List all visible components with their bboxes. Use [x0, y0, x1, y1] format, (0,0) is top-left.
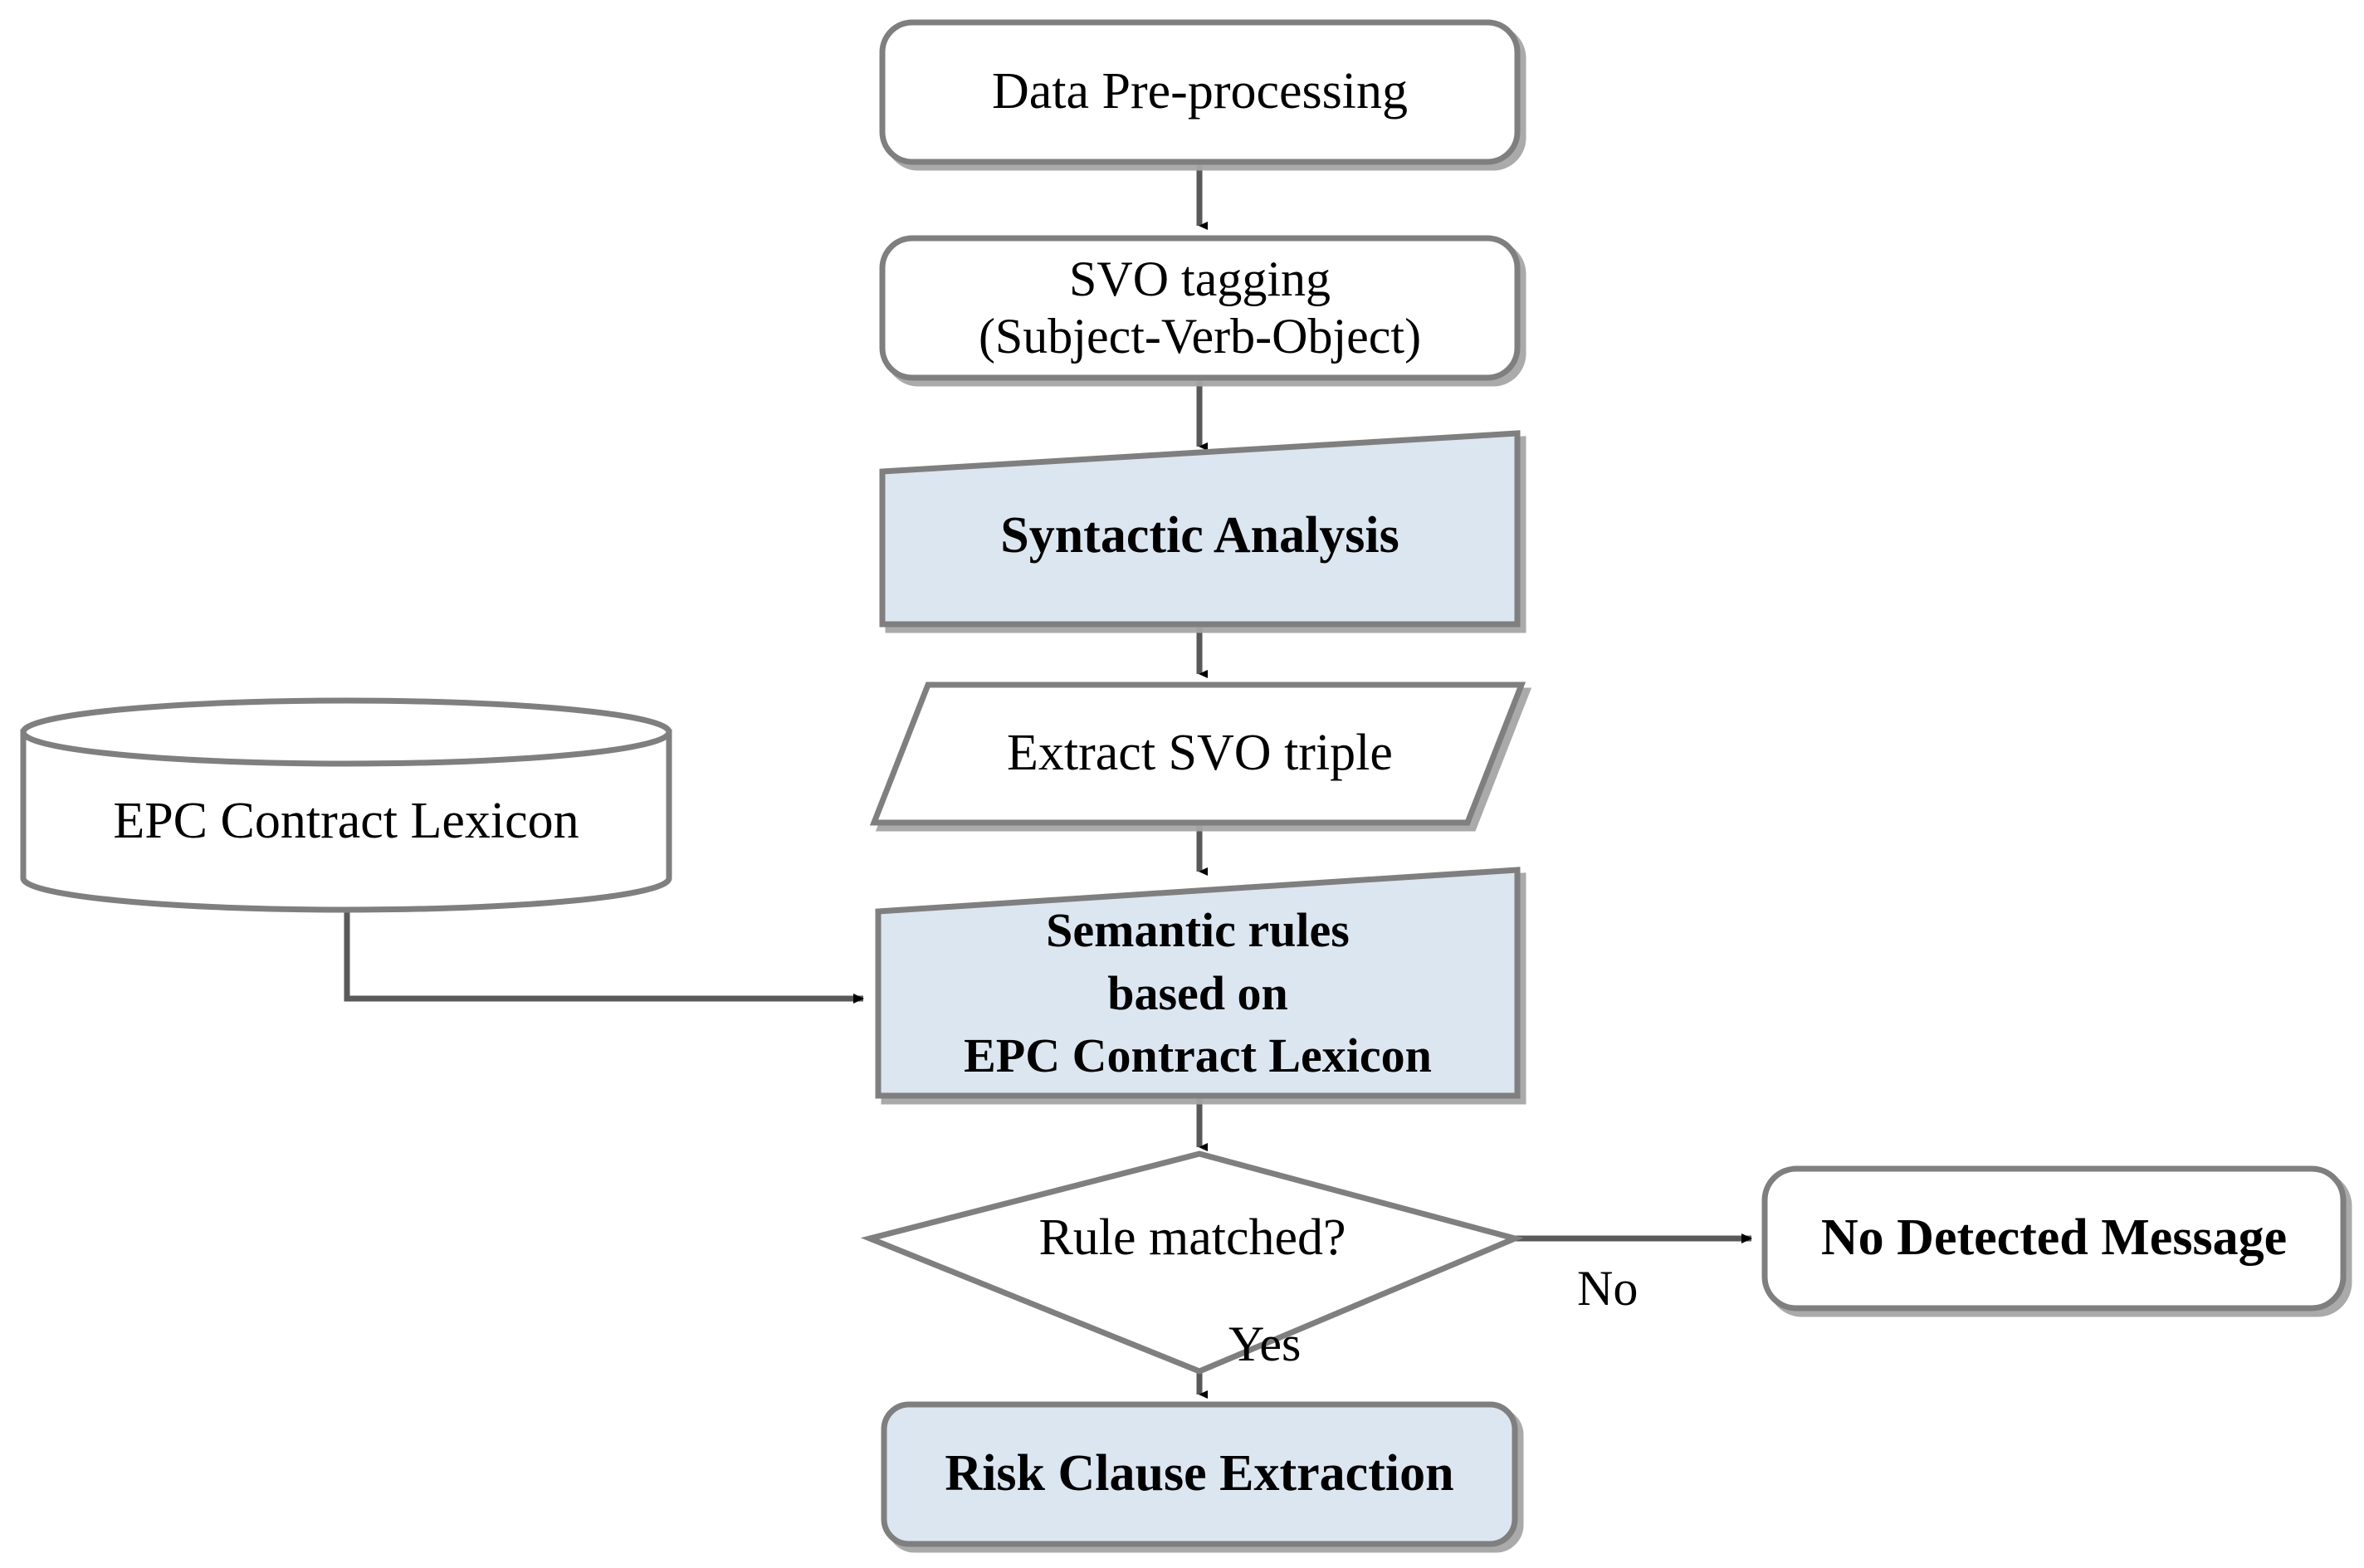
shape-no-detected-message[interactable] [1761, 1165, 2347, 1312]
connector-lexicon-to-semantic [344, 891, 864, 1004]
shape-svo-tagging[interactable] [879, 235, 1521, 381]
shape-syntactic-analysis[interactable] [879, 430, 1521, 628]
shape-epc-contract-lexicon[interactable] [20, 697, 672, 913]
shape-semantic-rules[interactable] [875, 867, 1521, 1099]
shape-rule-matched[interactable] [860, 1150, 1524, 1375]
shape-data-preprocessing[interactable] [879, 19, 1521, 165]
shape-risk-clause-extraction[interactable] [881, 1401, 1518, 1547]
shape-extract-svo-triple[interactable] [869, 681, 1526, 826]
